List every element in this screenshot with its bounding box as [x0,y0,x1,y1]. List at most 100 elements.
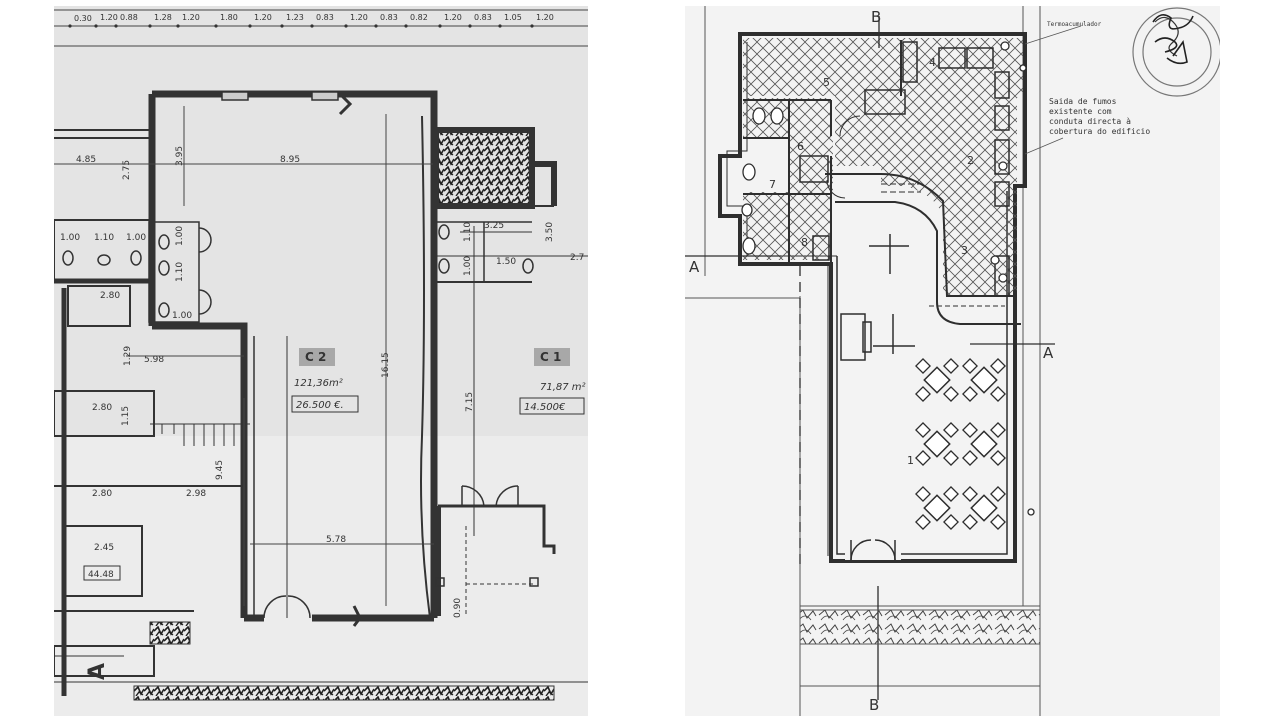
c2-price: 26.500 €. [296,400,344,411]
left-wing-walls [54,129,244,696]
dimension-tick [438,24,442,28]
note-heater: Termoacumulador [1047,21,1102,28]
section-a-right: A [1043,344,1054,362]
top-dimension-label: 1.28 [154,13,172,22]
top-dimension-label: 0.30 [74,14,92,23]
wc-fixtures [741,41,1035,516]
top-dimension-label: 1.20 [254,13,272,22]
box-44-48-label: 44.48 [88,570,114,580]
dim-label: 0.90 [453,598,463,618]
bottom-hedge [54,621,588,701]
dimension-labels: 4.85 2.75 3.95 8.95 1.00 1.10 1.00 1.00 … [60,146,584,618]
note-smoke-line: existente com [1049,107,1112,116]
dim-label: 1.00 [126,233,146,243]
dimension-tick [404,24,408,28]
cafe-table [915,358,959,402]
box-44-48 [83,565,121,581]
main-entrance-door [845,526,901,561]
right-floor-plan: B B A A 1 2 3 4 5 6 7 8 Termoacumulador … [685,6,1220,716]
c2-area: 121,36m² [294,378,343,389]
dim-label: 3.25 [484,221,504,231]
dim-label: 3.95 [175,146,185,166]
signature [1152,14,1194,65]
room-number: 6 [797,140,804,153]
c1-price: 14.500€ [524,402,566,413]
dim-label: 1.10 [463,222,473,242]
dim-label: 1.00 [60,233,80,243]
interior-walls [743,40,1021,325]
dim-label: 1.00 [172,311,192,321]
dimension-tick [310,24,314,28]
room-numbers: 1 2 3 4 5 6 7 8 [769,56,974,467]
cafe-table [962,358,1006,402]
dim-label: 2.98 [186,489,206,499]
cafe-table [962,422,1006,466]
unit-c1-label: C 1 71,87 m² 14.500€ [519,348,586,415]
dimension-tick [176,24,180,28]
unit-c2-label: C 2 121,36m² 26.500 €. [291,348,359,413]
annotations: Termoacumulador Saida de fumos existente… [1024,21,1150,155]
note-smoke-line: cobertura do edificio [1049,127,1150,136]
section-b-top: B [871,8,881,26]
top-dimension-label: 0.82 [410,13,428,22]
note-smoke-line: Saida de fumos [1049,97,1117,106]
dimension-tick [468,24,472,28]
top-dimension-label: 1.20 [182,13,200,22]
dimension-tick [214,24,218,28]
c1-title: C 1 [540,350,561,364]
dim-label: 8.95 [280,155,300,165]
dim-label: 1.00 [175,226,185,246]
unit-c1-walls [433,127,588,616]
dim-label: 2.80 [92,489,112,499]
c2-entry-door [263,595,311,619]
building-walls [718,32,1027,563]
dimension-tick [148,24,152,28]
dimension-tick [498,24,502,28]
dim-label: 1.00 [463,256,473,276]
top-dimension-label: 1.23 [286,13,304,22]
top-dimension-label: 1.20 [350,13,368,22]
dimension-tick [114,24,118,28]
dim-label: 2.80 [92,403,112,413]
dim-label: 1.15 [121,406,131,426]
room-number: 1 [907,454,914,467]
dimension-tick [530,24,534,28]
dim-label: 2.45 [94,543,114,553]
section-cross-marks [869,234,915,354]
dim-label: 16.15 [381,352,391,378]
dim-label: 2.80 [100,291,120,301]
dimension-tick [68,24,72,28]
dimension-tick [374,24,378,28]
room-number: 3 [961,244,968,257]
top-dimension-label: 1.05 [504,13,522,22]
room-number: 7 [769,178,776,191]
top-dimension-label: 1.80 [220,13,238,22]
cafe-tables [915,358,1006,530]
dimension-tick [280,24,284,28]
planter-strip [799,609,1041,645]
dim-label: 1.29 [123,346,133,366]
c2-dimension-lines [54,106,434,606]
stair [150,423,250,446]
dim-label: 2.7 [570,253,584,263]
top-dimension-label: 1.20 [100,13,118,22]
room-number: 8 [801,236,808,249]
left-wc-group [62,221,212,323]
top-dimension-label: 0.83 [316,13,334,22]
dim-label: 5.78 [326,535,346,545]
cafe-table [915,422,959,466]
dim-label: 1.50 [496,257,516,267]
section-marker-a: A [85,663,110,680]
cafe-table [915,486,959,530]
room-number: 2 [967,154,974,167]
c2-title: C 2 [305,350,326,364]
dim-label: 2.75 [122,160,132,180]
dim-label: 5.98 [144,355,164,365]
top-dimension-label: 0.88 [120,13,138,22]
dim-label: 7.15 [465,392,475,412]
dim-label: 3.50 [545,222,555,242]
room-number: 4 [929,56,936,69]
room-number: 5 [823,76,830,89]
cafe-table [962,486,1006,530]
top-dimension-label: 1.20 [536,13,554,22]
